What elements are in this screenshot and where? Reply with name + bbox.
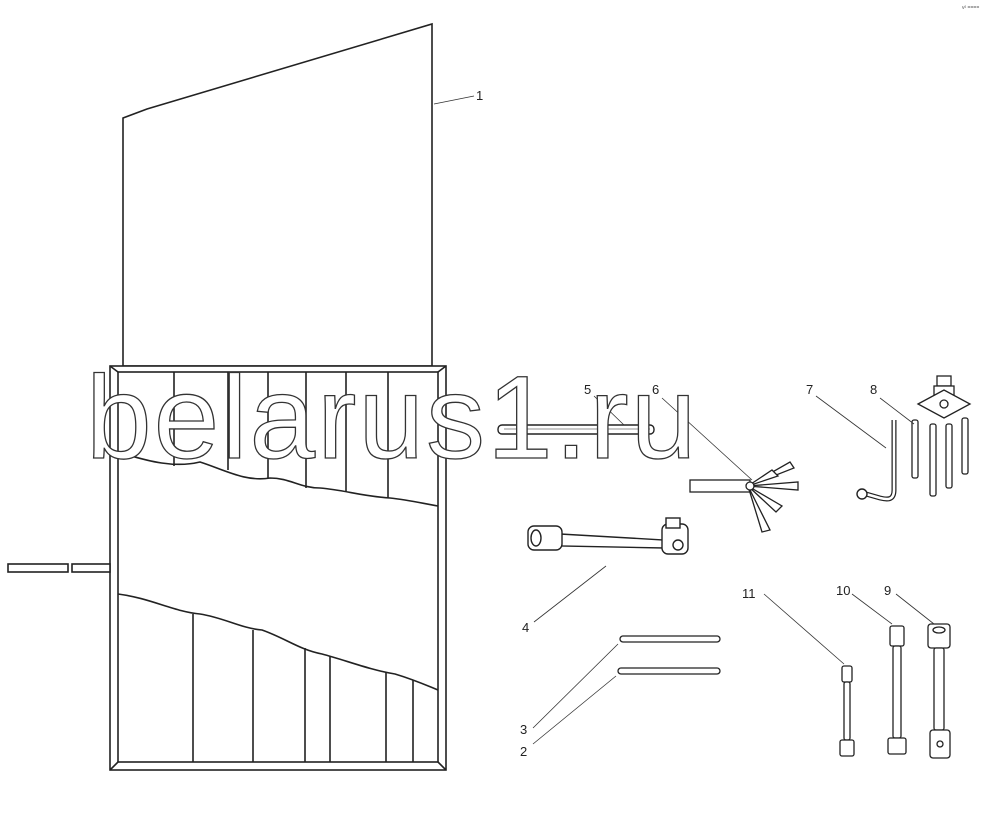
socket-wrench-large	[927, 623, 951, 759]
pin-3	[619, 635, 721, 643]
tool-roll-flap	[122, 22, 433, 367]
callout-8: 8	[870, 382, 877, 397]
corner-mark: v² ====	[962, 5, 979, 11]
socket-wrench-medium	[887, 625, 907, 755]
tool-roll	[7, 22, 447, 771]
callout-7: 7	[806, 382, 813, 397]
feeler-gauge	[689, 461, 799, 533]
callout-2: 2	[520, 744, 527, 759]
callout-9: 9	[884, 583, 891, 598]
watermark: belarus1.ru	[86, 352, 698, 484]
socket-wrench-small	[839, 665, 855, 757]
callout-1: 1	[476, 88, 483, 103]
upper-pocket-edge	[117, 451, 439, 507]
tool-roll-inner-frame	[117, 371, 439, 763]
box-wrench	[527, 517, 689, 555]
leader-lines	[433, 95, 935, 745]
tool-roll-body	[109, 365, 447, 771]
pin-2	[617, 667, 721, 675]
callout-4: 4	[522, 620, 529, 635]
callout-11: 11	[742, 586, 756, 601]
strap-segment	[71, 563, 111, 573]
callout-labels: 1 2 3 4 5 6 7 8 9 10 11	[476, 88, 891, 759]
pins	[617, 635, 721, 675]
lower-pocket-edge	[117, 593, 439, 691]
callout-6: 6	[652, 382, 659, 397]
strap-segment	[7, 563, 69, 573]
callout-5: 5	[584, 382, 591, 397]
callout-3: 3	[520, 722, 527, 737]
puller	[911, 375, 972, 497]
rod-tool	[497, 424, 655, 435]
hex-key	[856, 420, 897, 502]
callout-10: 10	[836, 583, 850, 598]
